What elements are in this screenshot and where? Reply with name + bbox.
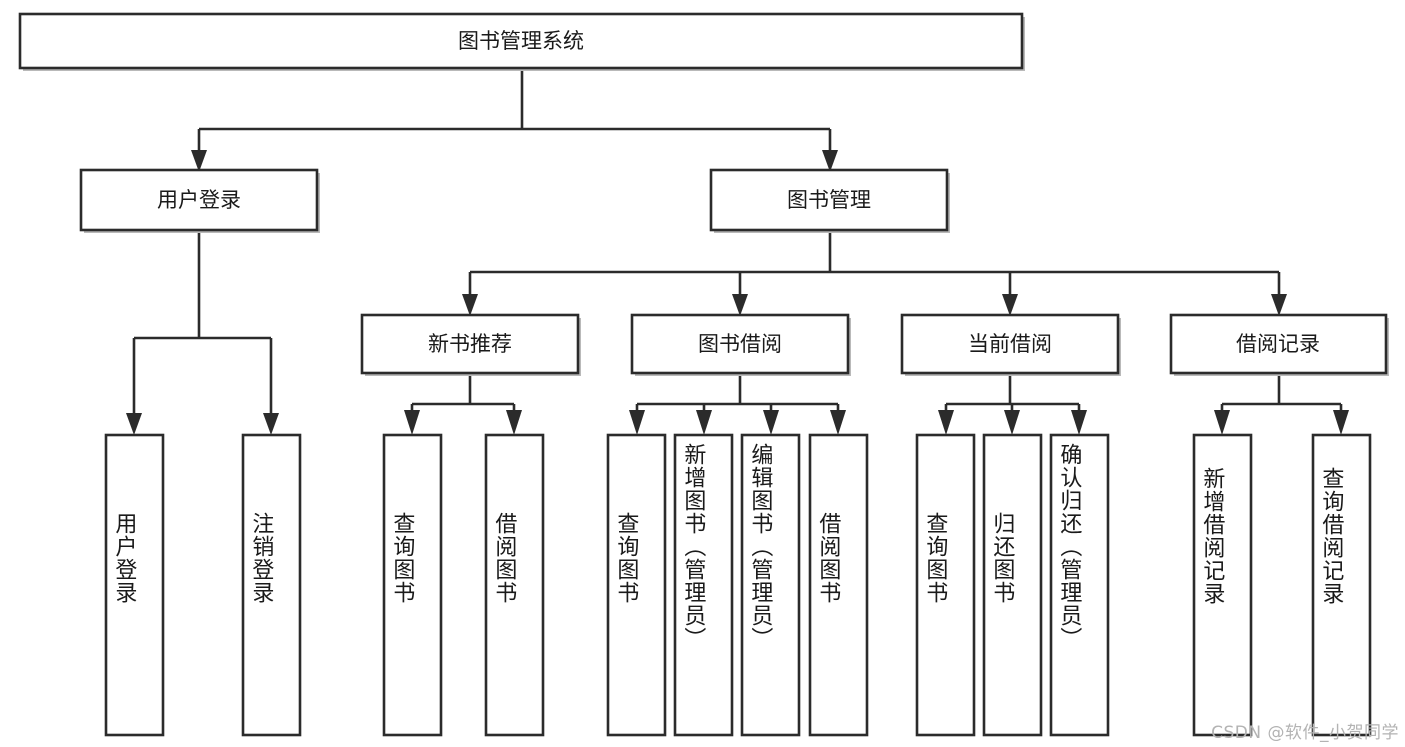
node-book-management[interactable]: 图书管理 [709, 168, 950, 233]
node-new-book-recommend-label: 新书推荐 [428, 332, 512, 356]
node-book-management-label: 图书管理 [787, 188, 871, 212]
connector-currentborrow-to-leaves [938, 376, 1087, 435]
node-book-borrow[interactable]: 图书借阅 [630, 313, 851, 376]
node-new-book-recommend[interactable]: 新书推荐 [360, 313, 581, 376]
leaf-box-add-book[interactable] [673, 433, 734, 737]
connector-bookmgmt-to-level3 [462, 233, 1287, 316]
leaf-box-query-book-2[interactable] [606, 433, 667, 737]
connector-borrowrecord-to-leaves [1214, 376, 1349, 435]
node-current-borrow[interactable]: 当前借阅 [900, 313, 1121, 376]
node-root[interactable]: 图书管理系统 [18, 12, 1025, 71]
leaf-box-user-login[interactable] [104, 433, 165, 737]
connector-bookborrow-to-leaves [629, 376, 846, 435]
leaf-box-logout[interactable] [241, 433, 302, 737]
leaf-box-return-book[interactable] [982, 433, 1043, 737]
node-borrow-record-label: 借阅记录 [1236, 332, 1320, 356]
leaf-box-add-record[interactable] [1192, 433, 1253, 737]
connector-userlogin-to-leaves [126, 233, 279, 435]
node-user-login-label: 用户登录 [157, 188, 241, 212]
node-borrow-record[interactable]: 借阅记录 [1169, 313, 1389, 376]
node-root-label: 图书管理系统 [458, 29, 584, 53]
node-current-borrow-label: 当前借阅 [968, 332, 1052, 356]
leaf-box-query-book-3[interactable] [915, 433, 976, 737]
csdn-watermark: CSDN @软件_小贺同学 [1211, 723, 1399, 743]
leaf-box-query-record[interactable] [1311, 433, 1372, 737]
connector-root-to-level2 [191, 69, 838, 172]
node-user-login[interactable]: 用户登录 [79, 168, 320, 233]
leaf-box-borrow-book-1[interactable] [484, 433, 545, 737]
leaf-boxes [104, 433, 1372, 737]
leaf-box-query-book-1[interactable] [382, 433, 443, 737]
leaf-box-borrow-book-2[interactable] [808, 433, 869, 737]
leaf-box-edit-book[interactable] [740, 433, 801, 737]
node-book-borrow-label: 图书借阅 [698, 332, 782, 356]
leaf-box-confirm-return[interactable] [1049, 433, 1110, 737]
connector-newbook-to-leaves [404, 376, 522, 435]
